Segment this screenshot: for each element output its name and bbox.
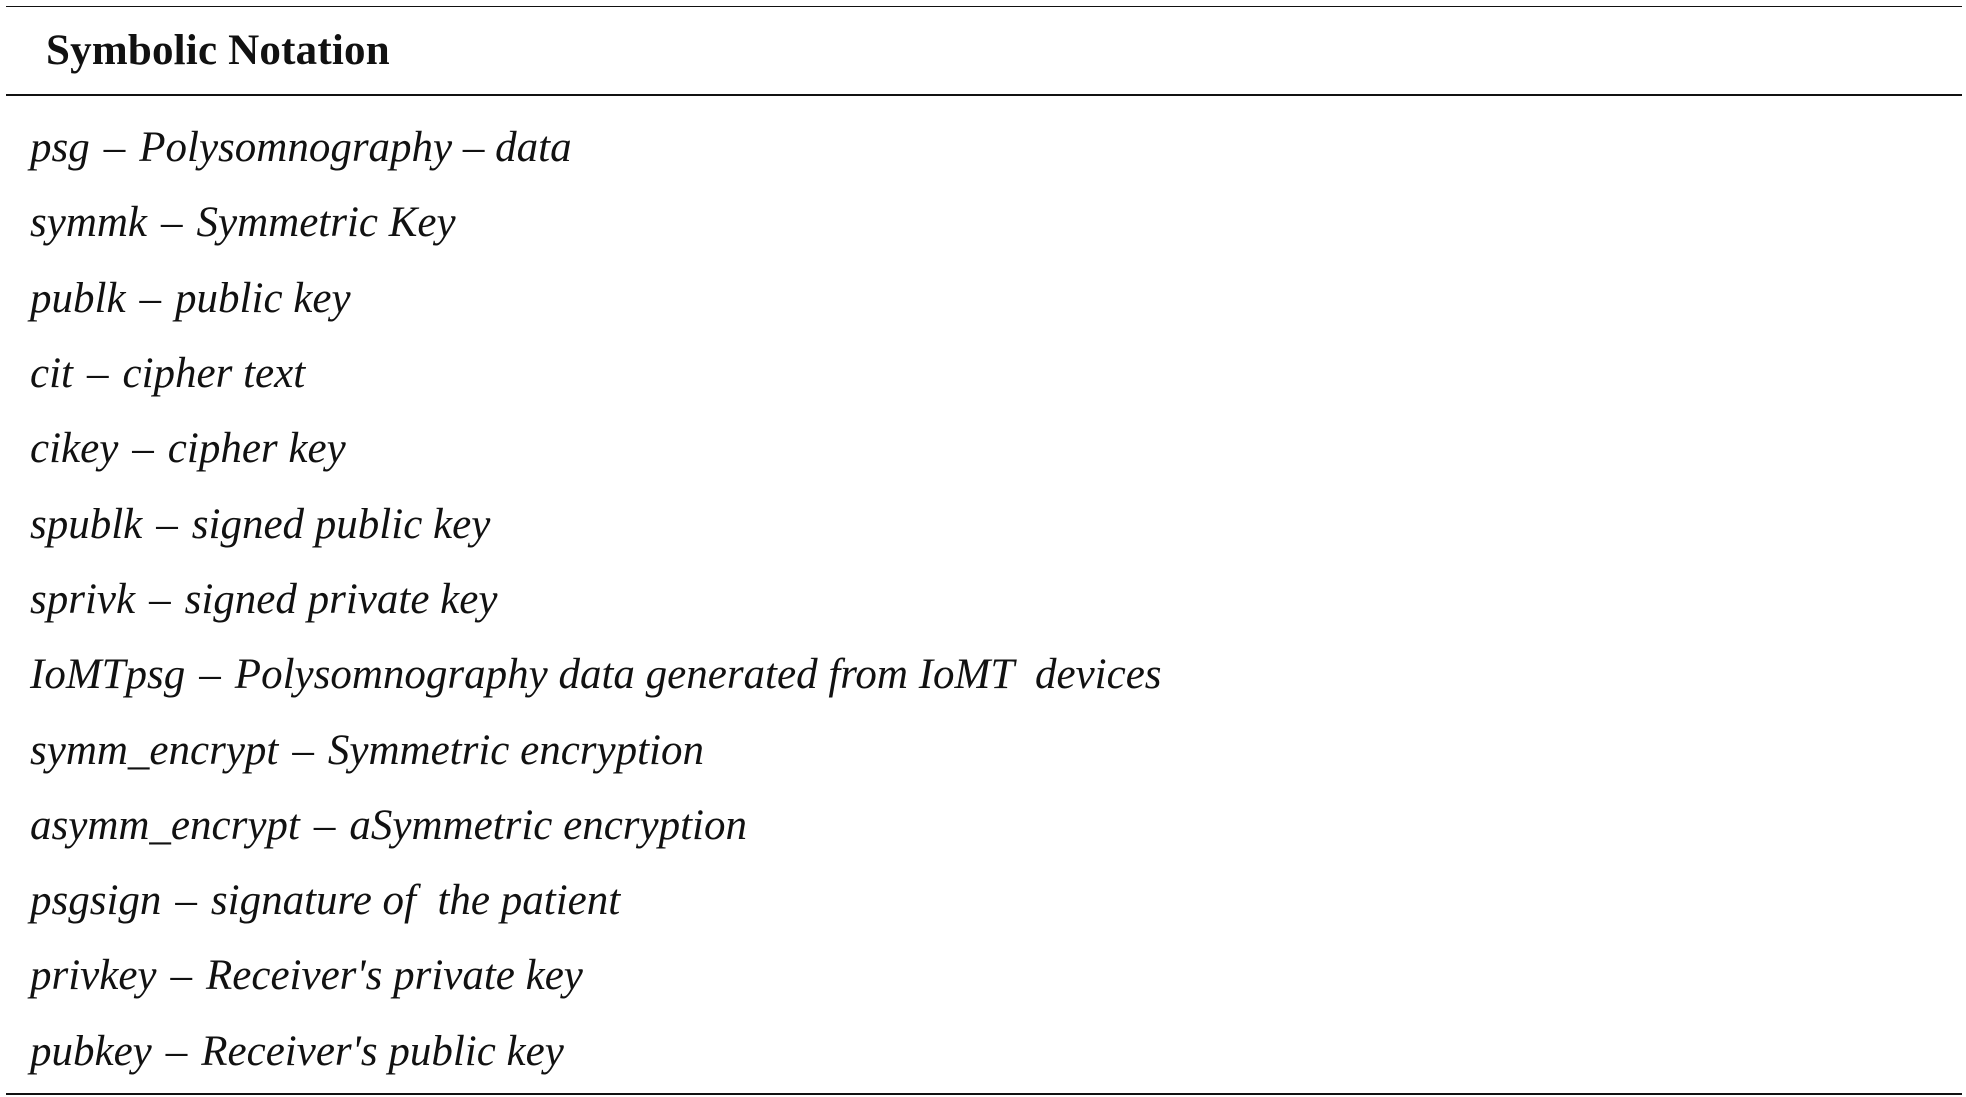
row-dash: –	[156, 500, 178, 548]
row-symbol: privkey	[30, 952, 157, 1000]
table-row: IoMTpsg–Polysomnography data generated f…	[6, 637, 1962, 712]
row-definition: signed private key	[184, 575, 498, 623]
row-symbol: cikey	[30, 425, 119, 473]
row-dash: –	[86, 350, 109, 398]
row-symbol: symm_encrypt	[30, 726, 279, 774]
row-definition: signed public key	[191, 500, 491, 548]
table-row: pubkey–Receiver's public key	[6, 1014, 1962, 1089]
table-row: psg–Polysomnography – data	[6, 110, 1962, 185]
table-row: publk–public key	[6, 261, 1962, 336]
row-symbol: asymm_encrypt	[30, 801, 300, 849]
table-row: spublk–signed public key	[6, 486, 1962, 561]
row-symbol: cit	[30, 350, 73, 398]
table-row: asymm_encrypt–aSymmetric encryption	[6, 788, 1962, 863]
row-dash: –	[165, 1027, 188, 1075]
row-definition: Polysomnography data generated from IoMT…	[234, 651, 1162, 699]
row-dash: –	[132, 425, 154, 473]
row-symbol: symmk	[30, 199, 148, 247]
row-symbol: sprivk	[30, 575, 136, 623]
row-dash: –	[170, 952, 193, 1000]
table-row: cikey–cipher key	[6, 411, 1962, 486]
table-row: psgsign–signature of the patient	[6, 863, 1962, 938]
row-definition: Symmetric encryption	[327, 726, 704, 774]
row-dash: –	[199, 651, 221, 699]
row-symbol: IoMTpsg	[30, 651, 186, 699]
row-definition: Receiver's public key	[201, 1027, 564, 1075]
table-row: symm_encrypt–Symmetric encryption	[6, 712, 1962, 787]
row-symbol: psgsign	[30, 877, 162, 925]
header-symbolic-notation: Symbolic Notation	[46, 27, 390, 74]
row-dash: –	[103, 124, 126, 172]
row-definition: cipher key	[167, 425, 346, 473]
row-definition: Symmetric Key	[196, 199, 456, 247]
row-symbol: pubkey	[30, 1027, 152, 1075]
row-definition: signature of the patient	[210, 877, 621, 925]
row-definition: aSymmetric encryption	[349, 801, 747, 849]
table-body: psg–Polysomnography – data symmk–Symmetr…	[6, 96, 1962, 1095]
row-definition: cipher text	[122, 350, 306, 398]
row-dash: –	[149, 575, 171, 623]
row-symbol: psg	[30, 124, 90, 172]
row-dash: –	[161, 199, 183, 247]
row-dash: –	[175, 877, 197, 925]
notation-table: Symbolic Notation psg–Polysomnography – …	[6, 6, 1962, 1095]
table-header: Symbolic Notation	[6, 7, 1962, 96]
table-top-rule	[6, 6, 1962, 7]
table-row: privkey–Receiver's private key	[6, 938, 1962, 1013]
row-definition: public key	[175, 274, 351, 322]
row-symbol: publk	[30, 274, 126, 322]
row-definition: Polysomnography – data	[139, 124, 572, 172]
row-definition: Receiver's private key	[206, 952, 583, 1000]
row-dash: –	[139, 274, 162, 322]
table-row: sprivk–signed private key	[6, 562, 1962, 637]
row-dash: –	[292, 726, 314, 774]
table-row: cit–cipher text	[6, 336, 1962, 411]
row-symbol: spublk	[30, 500, 143, 548]
row-dash: –	[313, 801, 336, 849]
table-row: symmk–Symmetric Key	[6, 185, 1962, 260]
